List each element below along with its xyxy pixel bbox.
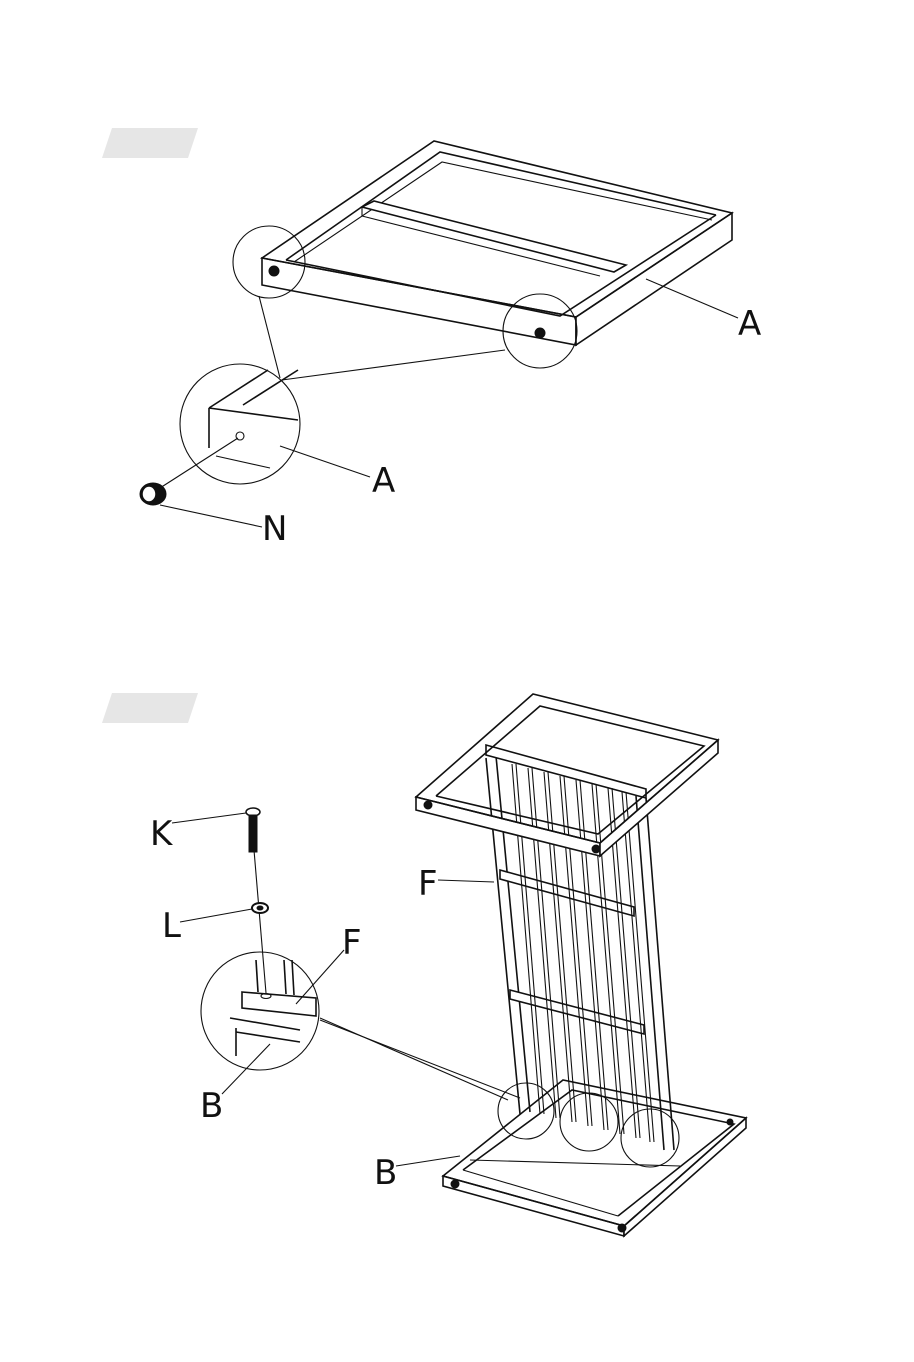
callout-line	[320, 1018, 508, 1100]
frame-hole-right	[535, 328, 545, 338]
leader-b-detail	[222, 1044, 270, 1094]
top-frame-front-rail	[416, 797, 600, 856]
nut-face	[142, 486, 156, 502]
panel-top-bar	[486, 745, 646, 798]
step-1: A A N	[102, 128, 761, 549]
top-frame-hole	[424, 801, 432, 809]
detail-edge	[243, 370, 298, 405]
bolt-guide-line	[254, 850, 266, 993]
step-2: K L F F B B	[102, 693, 746, 1236]
callout-line	[259, 296, 280, 378]
panel-rail	[496, 756, 530, 1112]
detail-edge	[209, 370, 268, 408]
washer-l	[252, 903, 268, 913]
base-side-rail	[624, 1118, 746, 1236]
detail-slat	[292, 960, 294, 995]
nut-guide-line	[160, 438, 238, 488]
detail-view-2	[201, 952, 319, 1070]
leader-a-frame	[646, 279, 738, 318]
step-2-tab	[102, 693, 198, 723]
nut-n	[140, 483, 166, 505]
leader-f	[438, 880, 494, 882]
callout-circle-2	[560, 1093, 618, 1151]
detail-edge	[209, 408, 298, 420]
frame-a	[262, 141, 732, 345]
base-b	[443, 1080, 746, 1236]
label-b: B	[374, 1153, 397, 1193]
label-a-detail: A	[372, 461, 395, 501]
label-b-detail: B	[200, 1086, 223, 1126]
detail-edge	[216, 456, 270, 468]
frame-side-rail	[576, 213, 732, 345]
detail-circle	[180, 364, 300, 484]
callout-circle-1	[498, 1083, 554, 1139]
frame-hole-left	[269, 266, 279, 276]
leader-n	[160, 505, 262, 527]
frame-inner-lip	[294, 162, 712, 262]
label-k: K	[150, 814, 174, 854]
detail-view-1	[180, 364, 300, 484]
base-hole	[451, 1180, 459, 1188]
top-frame-side-rail	[600, 740, 718, 856]
detail-b-edge	[236, 1032, 300, 1042]
base-front-rail	[443, 1176, 624, 1236]
base-hole	[727, 1119, 733, 1125]
label-l: L	[162, 906, 181, 946]
base-hole	[618, 1224, 626, 1232]
frame-inner-back	[286, 152, 716, 260]
base-top-outline	[443, 1080, 746, 1226]
leader-f-detail	[296, 950, 344, 1004]
bolt-shank	[249, 815, 257, 852]
leader-l	[180, 909, 252, 922]
label-f: F	[418, 864, 438, 904]
label-f-detail: F	[342, 923, 362, 963]
leader-k	[172, 813, 246, 823]
detail-b-edge	[230, 1018, 300, 1030]
cross-bar-edge	[362, 216, 600, 276]
detail-f-block	[242, 992, 316, 1016]
detail-slat	[284, 960, 286, 994]
frame-cross-bar	[362, 201, 626, 272]
top-frame-hole	[592, 845, 600, 853]
bolt-k	[246, 808, 260, 852]
frame-front-rail	[262, 258, 576, 345]
base-cross	[470, 1160, 680, 1166]
label-n: N	[262, 509, 287, 549]
panel-mid-bar-1	[500, 870, 634, 916]
leader-a-detail	[280, 446, 370, 477]
step-1-tab	[102, 128, 198, 158]
leader-b	[396, 1156, 460, 1166]
callout-line	[320, 1020, 520, 1098]
washer-hole	[257, 906, 263, 910]
detail-slat	[256, 960, 258, 992]
callout-line	[282, 350, 505, 380]
label-a-frame: A	[738, 304, 761, 344]
